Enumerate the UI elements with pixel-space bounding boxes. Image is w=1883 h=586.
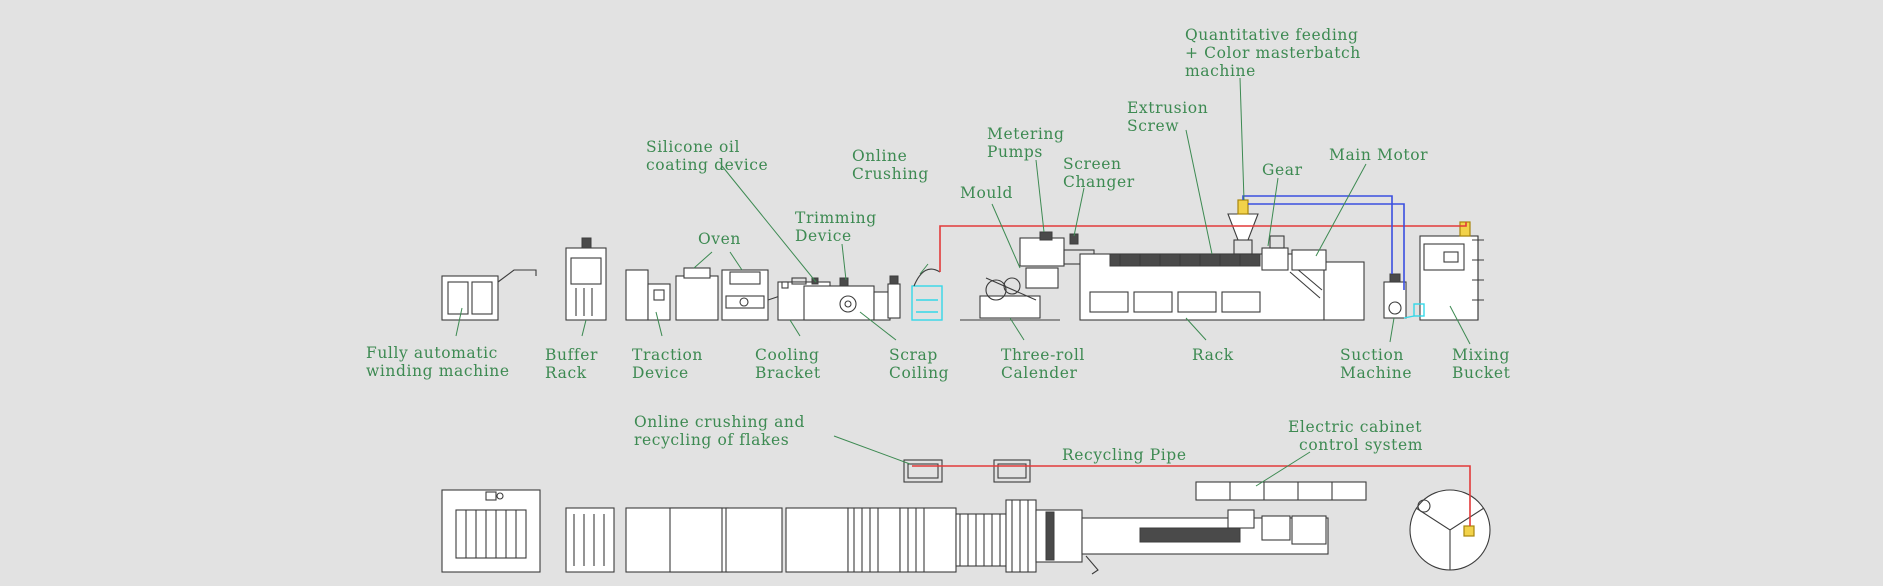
leader-lines-top: [833, 435, 1311, 487]
label-rack: Rack: [1192, 346, 1234, 364]
feeding-hopper-side: [1227, 199, 1259, 255]
gear-main-motor-side: [1261, 235, 1327, 271]
label-traction-device: Traction Device: [632, 346, 703, 382]
winding-machine-side: [441, 269, 537, 321]
oven-side: [675, 267, 781, 321]
silicone-trimming-side: [803, 277, 891, 321]
label-mould: Mould: [960, 184, 1014, 202]
leader-lines-side: [455, 77, 1471, 345]
label-metering-pumps: Metering Pumps: [987, 125, 1065, 161]
label-oven: Oven: [698, 230, 742, 248]
mixing-bucket-side: [1413, 221, 1484, 321]
red-recycling-pipe-top: [912, 465, 1471, 526]
label-screen-changer: Screen Changer: [1063, 155, 1135, 191]
label-mixing-bucket: Mixing Bucket: [1452, 346, 1511, 382]
label-trimming-device: Trimming Device: [795, 209, 877, 245]
side-view: [441, 77, 1484, 345]
winding-top: [441, 489, 541, 573]
label-fully-automatic-winding: Fully automatic winding machine: [366, 344, 510, 380]
red-recycling-pipe-side: [939, 222, 1467, 272]
mixing-bucket-top: [1409, 489, 1491, 571]
label-suction-machine: Suction Machine: [1340, 346, 1413, 382]
label-scrap-coiling: Scrap Coiling: [889, 346, 950, 382]
blue-suction-pipe: [1242, 195, 1393, 274]
label-quantitative-feeding: Quantitative feeding + Color masterbatch…: [1185, 26, 1361, 80]
online-crushing-side: [911, 268, 943, 321]
label-recycling-pipe: Recycling Pipe: [1062, 446, 1187, 464]
label-three-roll-calender: Three-roll Calender: [1001, 346, 1085, 382]
label-silicone-oil: Silicone oil coating device: [646, 138, 769, 174]
crusher-top-2: [993, 459, 1031, 483]
label-online-crushing: Online Crushing: [852, 147, 929, 183]
label-gear: Gear: [1262, 161, 1303, 179]
top-view: [441, 435, 1491, 575]
cyan-feed-pipe: [1403, 315, 1415, 319]
label-extrusion-screw: Extrusion Screw: [1127, 99, 1209, 135]
extrusion-screw-side: [1109, 253, 1261, 267]
traction-device-side: [625, 269, 671, 321]
three-roll-calender-side: [960, 277, 1060, 321]
blue-suction-pipe-2: [1248, 203, 1405, 290]
label-main-motor: Main Motor: [1329, 146, 1429, 164]
label-electric-cabinet: Electric cabinet control system: [1288, 418, 1424, 454]
buffer-rack-top: [565, 507, 615, 573]
mould-metering-side: [1019, 231, 1097, 289]
label-cooling-bracket: Cooling Bracket: [755, 346, 821, 382]
electric-cabinet-top: [1195, 481, 1367, 501]
suction-machine-side: [1383, 273, 1407, 319]
label-online-crushing-recycling: Online crushing and recycling of flakes: [634, 413, 806, 449]
scrap-coiling-side: [887, 275, 901, 319]
buffer-rack-side: [565, 237, 607, 321]
label-buffer-rack: Buffer Rack: [545, 346, 599, 382]
crusher-top-1: [903, 459, 943, 483]
